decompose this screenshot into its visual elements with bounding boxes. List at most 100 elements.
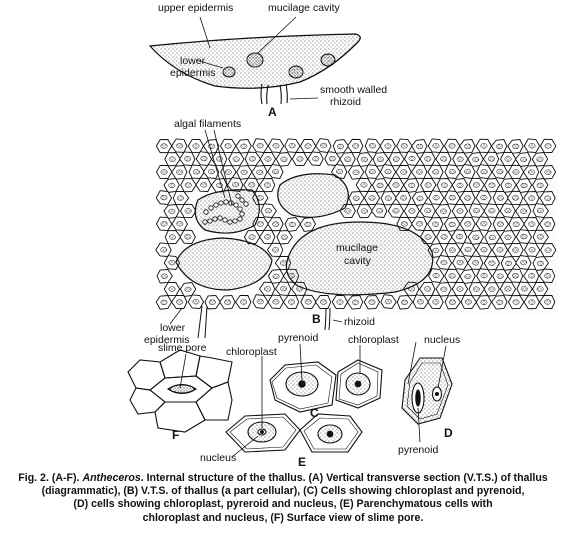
panel-b-chloroplast xyxy=(336,299,344,305)
panel-b-algal-cell xyxy=(213,202,219,208)
panel-b-chloroplast xyxy=(456,182,464,189)
panel-b-chloroplast xyxy=(384,143,392,149)
panel-b-algal-cell xyxy=(203,209,209,215)
label-pyrenoid-d: pyrenoid xyxy=(398,444,439,456)
panel-b-chloroplast xyxy=(505,260,512,267)
panel-b-chloroplast xyxy=(424,207,432,214)
panel-b-chloroplast xyxy=(528,273,536,279)
panel-b-chloroplast xyxy=(408,182,416,189)
panel-b-chloroplast xyxy=(376,182,384,189)
panel-b-chloroplast xyxy=(480,143,488,149)
panel-b-chloroplast xyxy=(400,195,408,201)
panel-b-chloroplast xyxy=(456,233,464,240)
label-algal-filaments: algal filaments xyxy=(174,118,242,130)
panel-b-chloroplast xyxy=(304,221,312,228)
panel-b-chloroplast xyxy=(176,221,184,227)
panel-b-chloroplast xyxy=(160,169,168,175)
panel-a-leader-lines xyxy=(195,16,319,100)
panel-b-chloroplast xyxy=(512,143,520,150)
panel-b-chloroplast xyxy=(512,247,520,253)
panel-b-chloroplast xyxy=(232,156,240,162)
panel-b-chloroplast xyxy=(416,169,424,175)
panel-b-chloroplast xyxy=(456,208,464,214)
panel-b-chloroplast xyxy=(520,233,528,240)
panel-b-chloroplast xyxy=(488,208,496,214)
panel-b-chloroplast xyxy=(384,168,392,175)
panel-b-chloroplast xyxy=(192,143,200,149)
panel-b-chloroplast xyxy=(160,194,168,201)
panel-b-chloroplast xyxy=(384,298,392,305)
panel-b-leader-lines xyxy=(169,129,343,325)
panel-b-chloroplast xyxy=(160,299,168,306)
panel-b-chloroplast xyxy=(240,169,248,176)
label-pyrenoid-c: pyrenoid xyxy=(278,332,319,344)
panel-b-chloroplast xyxy=(208,169,215,175)
panel-b-chloroplast xyxy=(256,142,264,149)
panel-b-chloroplast xyxy=(368,168,376,175)
panel-b-chloroplast xyxy=(472,182,480,188)
panel-b-chloroplast xyxy=(456,259,464,266)
panel-b-chloroplast xyxy=(416,195,424,202)
panel-b-chloroplast xyxy=(488,182,496,188)
panel-b-chloroplast xyxy=(392,208,400,214)
panel-b-chloroplast xyxy=(488,260,496,266)
panel-b-chloroplast xyxy=(456,156,464,162)
panel-b-chloroplast xyxy=(432,221,440,227)
panel-b-chloroplast xyxy=(448,221,456,228)
panel-b-chloroplast xyxy=(280,234,288,240)
panel-b-chloroplast xyxy=(176,169,184,175)
panel-b-chloroplast xyxy=(496,168,504,175)
panel-b-chloroplast xyxy=(440,234,448,240)
panel-b-chloroplast xyxy=(448,195,456,201)
panel-b-chloroplast xyxy=(272,273,280,280)
panel-b-chloroplast xyxy=(160,247,168,253)
panel-b-chloroplast xyxy=(424,156,432,162)
figure-artwork xyxy=(127,16,558,458)
panel-letter-e: E xyxy=(298,455,307,469)
panel-b-chloroplast xyxy=(544,221,552,227)
panel-b-algal-cell xyxy=(217,215,223,221)
panel-b-chloroplast xyxy=(288,299,295,305)
panel-b-chloroplast xyxy=(272,221,280,227)
panel-b-chloroplast xyxy=(280,260,287,266)
panel-d-cell xyxy=(401,357,453,425)
panel-d-nucleolus xyxy=(434,391,440,397)
label-smooth-walled-rhizoid: rhizoid xyxy=(330,96,361,108)
panel-b-chloroplast xyxy=(272,168,280,175)
label-mucilage-cavity-b: mucilage xyxy=(336,242,379,254)
panel-b-chloroplast xyxy=(312,156,320,162)
panel-b-chloroplast xyxy=(224,143,232,149)
panel-b-chloroplast xyxy=(224,169,232,175)
panel-b-chloroplast xyxy=(352,195,360,201)
caption-line-3: (D) cells showing chloroplast, pyreroid … xyxy=(73,498,493,511)
panel-b-chloroplast xyxy=(184,156,192,162)
panel-b-algal-cell xyxy=(239,197,245,203)
panel-b-chloroplast xyxy=(472,156,480,163)
panel-a-mucilage-cavity xyxy=(222,66,236,78)
panel-b-chloroplast xyxy=(240,143,248,149)
label-mucilage-cavity: mucilage cavity xyxy=(268,2,340,14)
panel-d-pyrenoid xyxy=(415,389,421,407)
panel-b-chloroplast xyxy=(320,142,328,149)
panel-b-chloroplast xyxy=(504,234,512,241)
panel-b-chloroplast xyxy=(360,208,368,214)
panel-b-rhizoids xyxy=(197,305,331,339)
panel-b-chloroplast xyxy=(344,156,352,162)
panel-b-chloroplast xyxy=(408,155,416,162)
panel-b-chloroplast xyxy=(176,299,184,305)
panel-b-chloroplast xyxy=(432,272,440,279)
panel-b-chloroplast xyxy=(504,207,512,214)
panel-b-chloroplast xyxy=(464,299,472,305)
caption-genus: Antheceros xyxy=(82,472,141,484)
panel-b-chloroplast xyxy=(432,299,440,305)
panel-b-chloroplast xyxy=(336,168,344,175)
panel-b-chloroplast xyxy=(272,143,280,149)
panel-b-cavity xyxy=(175,237,273,291)
panel-b-chloroplast xyxy=(488,156,495,162)
panel-b-chloroplast xyxy=(496,273,504,279)
caption-line-1: Fig. 2. (A-F). Antheceros. Internal stru… xyxy=(4,472,562,485)
panel-b-chloroplast xyxy=(520,286,528,292)
label-slime-pore: slime pore xyxy=(158,342,207,354)
panel-b-chloroplast xyxy=(368,299,376,305)
panel-b-chloroplast xyxy=(464,221,472,227)
